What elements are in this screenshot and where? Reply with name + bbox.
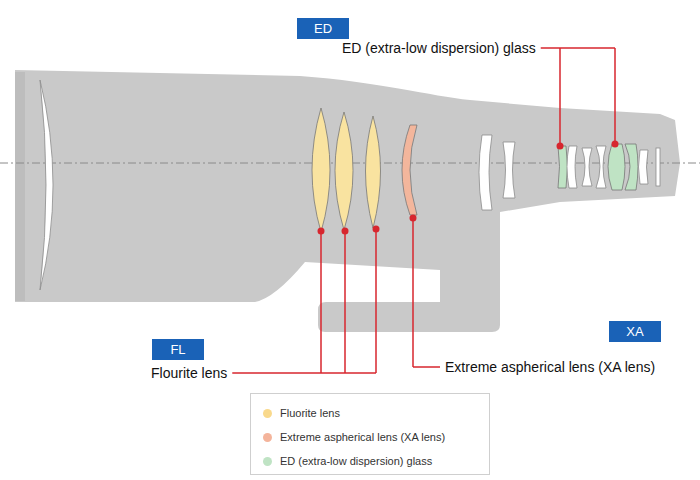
tag-box: FL (152, 339, 204, 360)
fluorite-element (312, 108, 330, 232)
tag-box: ED (297, 18, 349, 39)
front-ring (15, 72, 25, 301)
leader-dots (318, 141, 619, 235)
callout-label: Extreme aspherical lens (XA lens) (444, 359, 656, 375)
lens-element (567, 146, 577, 188)
ed-element (558, 146, 568, 188)
legend-row: Extreme aspherical lens (XA lens) (263, 428, 445, 446)
callout-label: Flourite lens (150, 365, 228, 381)
lens-element (479, 135, 492, 210)
lens-barrel (15, 70, 680, 332)
leader-line (413, 366, 440, 368)
legend-text: Extreme aspherical lens (XA lens) (280, 431, 445, 443)
tag-text: XA (626, 324, 643, 339)
rear-filter (656, 148, 660, 186)
callout-label: ED (extra-low dispersion) glass (341, 40, 537, 56)
lens-element (582, 148, 592, 186)
legend-text: Fluorite lens (280, 407, 340, 419)
leader-line (232, 372, 376, 374)
legend-box: Fluorite lensExtreme aspherical lens (XA… (250, 393, 490, 475)
leader-lines (321, 48, 615, 373)
fluorite-element (366, 116, 381, 228)
tag-text: FL (170, 342, 185, 357)
xa-element (402, 125, 417, 215)
ed-element (625, 144, 638, 190)
legend-text: ED (extra-low dispersion) glass (280, 455, 432, 467)
legend-swatch (263, 409, 272, 418)
tag-text: ED (314, 21, 332, 36)
legend-row: Fluorite lens (263, 404, 340, 422)
front-element (40, 80, 53, 290)
tag-box: XA (609, 321, 661, 342)
lens-element (639, 150, 649, 184)
ed-element (608, 144, 625, 190)
lens-element (503, 142, 515, 198)
legend-swatch (263, 433, 272, 442)
leader-line (541, 47, 615, 49)
legend-row: ED (extra-low dispersion) glass (263, 452, 432, 470)
fluorite-element (335, 112, 353, 230)
lens-element (596, 146, 606, 188)
legend-swatch (263, 457, 272, 466)
